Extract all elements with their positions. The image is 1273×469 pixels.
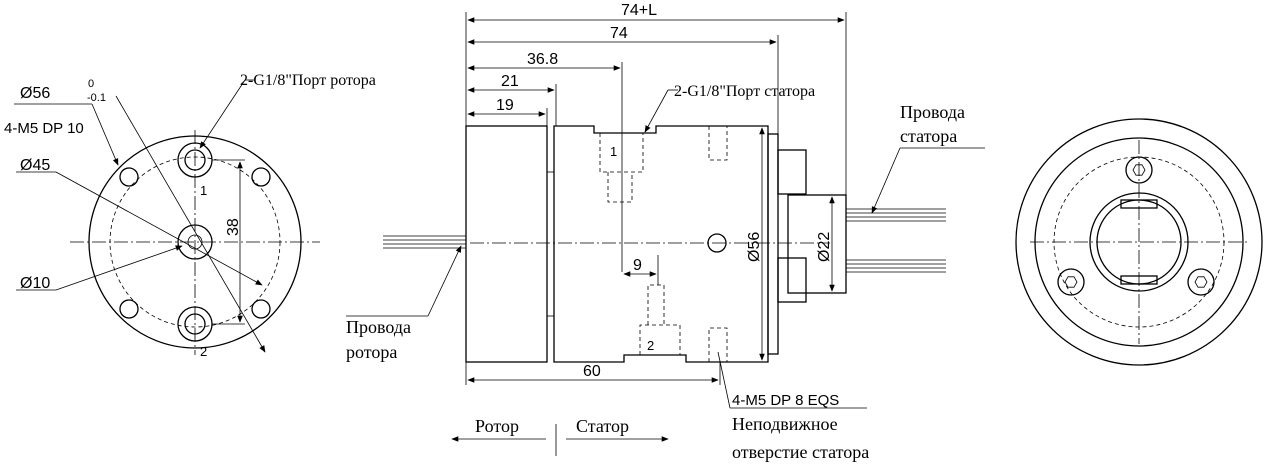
stator-collar [787,194,847,294]
front-tol-lower: -0.1 [87,92,106,104]
dim-36-8-text: 36.8 [527,51,558,68]
rear-bolt-left [1057,268,1085,296]
rotor-stator-gap [546,171,555,317]
dim-d22-text: Ø22 [816,232,833,262]
side-port-1-label: 1 [610,144,617,159]
connector-bottom [777,257,807,303]
mount-hole-br [251,299,271,319]
connector-top [777,149,807,195]
rotor-port-1-inner [184,149,206,171]
stator-holes-label: 4-M5 DP 8 EQS [732,392,839,409]
stator-block [553,125,769,363]
front-outer-dim: Ø56 [20,85,50,102]
front-bore-dim: Ø10 [20,275,50,292]
mount-hole-tr [251,167,271,187]
side-pin [707,233,727,253]
rear-conn-top [1120,199,1158,209]
central-bore [177,224,213,260]
dim-d56-text: Ø56 [746,232,763,262]
dim-9-text: 9 [633,257,642,274]
stator-wires-line2: статора [900,126,957,146]
stator-label: Статор [576,416,629,436]
front-port-2-label: 2 [200,344,207,359]
front-tol-upper: 0 [88,78,94,90]
rear-bolt-right [1187,268,1215,296]
rear-flange [767,133,779,355]
rear-collar-outer [1089,192,1189,292]
front-view: 38 1 2 Ø56 0 -0.1 4-M5 DP 10 Ø45 Ø10 2-G… [4,72,376,359]
rear-bolt-top [1125,156,1153,184]
rotor-port-label: 2-G1/8"Порт ротора [240,72,376,89]
rotor-label: Ротор [475,416,519,436]
mount-hole-bl [119,299,139,319]
rotor-port-2-inner [184,313,206,335]
mount-hole-tl [119,167,139,187]
rotor-block [465,125,548,363]
front-mount-holes: 4-M5 DP 10 [4,120,84,137]
stator-wires-line1: Провода [900,102,965,122]
front-bolt-circle-dim: Ø45 [20,157,50,174]
dim-19-text: 19 [496,97,514,114]
front-port-1-label: 1 [200,183,207,198]
rotor-wires-line2: ротора [346,342,397,362]
side-view: 1 2 74+L 74 36.8 21 19 9 60 Ø56 Ø22 [346,2,985,462]
dim-74-text: 74 [610,25,628,42]
dim-38-text: 38 [225,218,242,236]
side-port-2-label: 2 [647,338,654,353]
dim-60-text: 60 [583,363,601,380]
stator-hole-note-line2: отверстие статора [732,442,869,462]
stator-port-label: 2-G1/8"Порт статора [674,83,815,100]
rear-conn-bottom [1120,275,1158,285]
rear-outer-circle [1015,118,1263,366]
stator-hole-note-line1: Неподвижное [732,414,838,434]
dim-21-text: 21 [501,73,519,90]
dim-74L-text: 74+L [621,2,657,19]
central-bore-inner [187,234,203,250]
rear-view [1015,118,1263,366]
rotor-wires-line1: Провода [346,317,411,337]
